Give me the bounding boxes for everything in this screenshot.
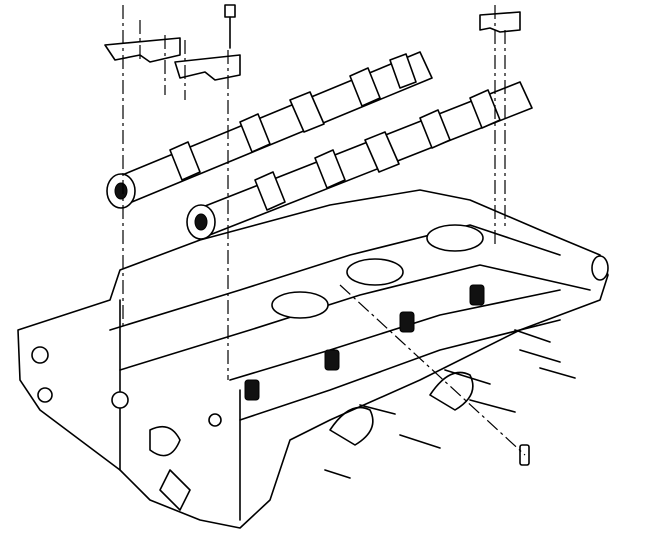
- camshaft-exhaust: [186, 81, 533, 240]
- valve-lifters: [244, 284, 530, 466]
- studs: [324, 329, 576, 479]
- camshaft-intake: [106, 51, 433, 209]
- camshaft-bearing-caps: [104, 11, 521, 81]
- assembly-leader-lines: [122, 5, 526, 456]
- cap-bolt: [224, 4, 236, 49]
- cylinder-head: [17, 189, 609, 529]
